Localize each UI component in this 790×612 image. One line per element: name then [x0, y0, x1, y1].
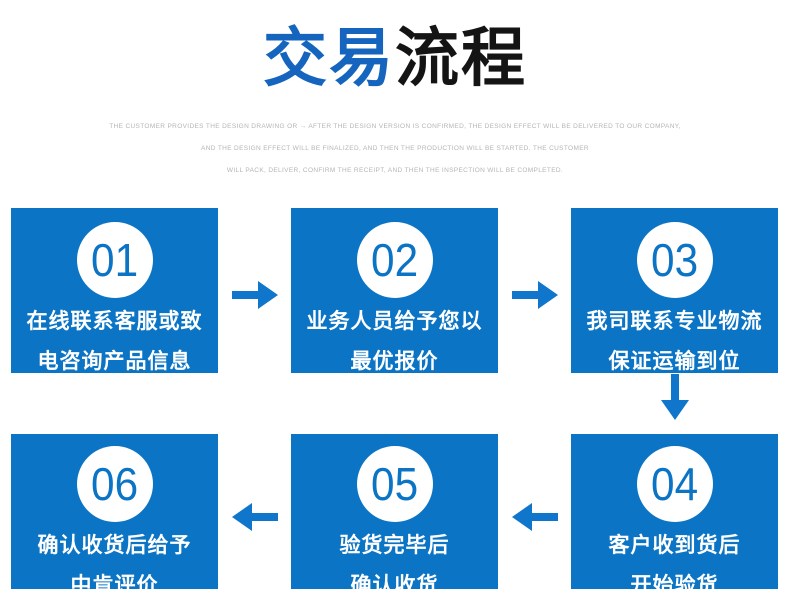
step-number-circle: 04 [636, 446, 713, 522]
step-description-line-1: 我司联系专业物流 [586, 310, 763, 333]
step-box-06: 06 确认收货后给予 中肯评价 [11, 434, 218, 597]
step-description-line-1: 在线联系客服或致 [26, 310, 203, 333]
step-description-line-2: 中肯评价 [70, 574, 159, 597]
arrow-down-icon [658, 374, 692, 422]
step-number: 05 [370, 458, 419, 510]
subtitle: THE CUSTOMER PROVIDES THE DESIGN DRAWING… [0, 116, 790, 182]
step-description-line-2: 最优报价 [350, 350, 439, 373]
step-box-05: 05 验货完毕后 确认收货 [291, 434, 498, 597]
step-description-line-2: 电咨询产品信息 [37, 350, 192, 373]
arrow-right-icon [512, 278, 558, 312]
subtitle-line-2: AND THE DESIGN EFFECT WILL BE FINALIZED,… [201, 145, 589, 152]
step-number-circle: 02 [356, 222, 433, 298]
step-description-line-2: 保证运输到位 [608, 350, 741, 373]
step-number: 04 [650, 458, 699, 510]
page-title-part-blue: 交易 [263, 22, 395, 94]
step-description-line-1: 业务人员给予您以 [306, 310, 483, 333]
page-title-part-black: 流程 [395, 22, 527, 94]
step-number-circle: 05 [356, 446, 433, 522]
arrow-right-icon [232, 278, 278, 312]
step-description-line-2: 开始验货 [630, 574, 719, 597]
step-description: 确认收货后给予 中肯评价 [38, 526, 192, 606]
step-number: 01 [90, 234, 139, 286]
step-description-line-1: 验货完毕后 [339, 534, 450, 557]
step-description-line-2: 确认收货 [350, 574, 439, 597]
step-description-line-1: 客户收到货后 [608, 534, 741, 557]
step-number-circle: 01 [76, 222, 153, 298]
arrow-left-icon [512, 500, 558, 534]
step-description: 客户收到货后 开始验货 [609, 526, 741, 606]
step-number: 03 [650, 234, 699, 286]
step-box-03: 03 我司联系专业物流 保证运输到位 [571, 208, 778, 373]
arrow-left-icon [232, 500, 278, 534]
step-box-04: 04 客户收到货后 开始验货 [571, 434, 778, 597]
subtitle-line-1: THE CUSTOMER PROVIDES THE DESIGN DRAWING… [109, 123, 681, 130]
step-description: 验货完毕后 确认收货 [340, 526, 450, 606]
step-box-02: 02 业务人员给予您以 最优报价 [291, 208, 498, 373]
step-description-line-1: 确认收货后给予 [37, 534, 192, 557]
step-description: 在线联系客服或致 电咨询产品信息 [27, 302, 203, 382]
step-number-circle: 06 [76, 446, 153, 522]
step-number: 06 [90, 458, 139, 510]
step-box-01: 01 在线联系客服或致 电咨询产品信息 [11, 208, 218, 373]
step-description: 业务人员给予您以 最优报价 [307, 302, 483, 382]
step-description: 我司联系专业物流 保证运输到位 [587, 302, 763, 382]
step-number: 02 [370, 234, 419, 286]
page-title: 交易流程 [0, 20, 790, 96]
subtitle-line-3: WILL PACK, DELIVER, CONFIRM THE RECEIPT,… [226, 167, 564, 174]
step-number-circle: 03 [636, 222, 713, 298]
